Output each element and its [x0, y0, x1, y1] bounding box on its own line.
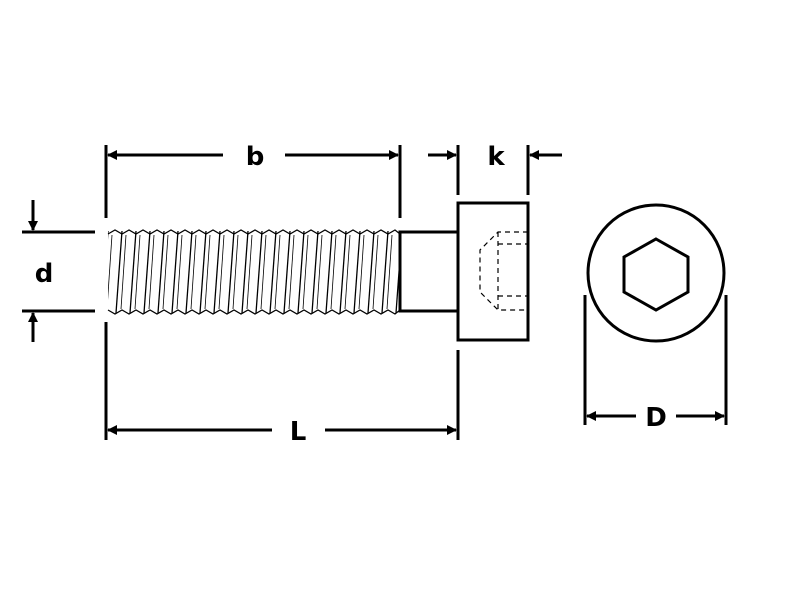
thread-line: [255, 231, 263, 313]
thread-line: [218, 234, 225, 310]
thread-line: [241, 231, 249, 313]
thread-line: [176, 234, 183, 310]
thread-line: [339, 231, 347, 313]
label-b: b: [246, 142, 265, 172]
thread-line: [283, 231, 291, 313]
thread-line: [311, 231, 319, 313]
screw-head: [456, 201, 530, 342]
thread-line: [381, 231, 389, 313]
thread-line: [162, 234, 169, 310]
thread-line: [204, 234, 211, 310]
thread-line: [344, 234, 351, 310]
thread-line: [199, 231, 207, 313]
thread-line: [213, 231, 221, 313]
dimension-b: b: [107, 142, 399, 172]
thread-line: [274, 234, 281, 310]
thread-line: [190, 234, 197, 310]
thread-line: [353, 231, 361, 313]
threaded-shank: [88, 229, 401, 315]
thread-line: [386, 234, 393, 310]
thread-line: [288, 234, 295, 310]
thread-line: [88, 231, 94, 313]
label-d: d: [35, 259, 54, 289]
thread-line: [302, 234, 309, 310]
thread-line: [115, 231, 123, 313]
dimension-d: d: [28, 200, 54, 342]
screw-side-view: [88, 201, 530, 342]
thread-line: [260, 234, 267, 310]
thread-crest-top: [107, 229, 401, 235]
dimension-k: k: [428, 142, 562, 172]
thread-line: [108, 234, 113, 301]
hidden-socket-lines: [479, 231, 528, 311]
thread-line: [372, 234, 379, 310]
unthreaded-shank: [398, 230, 460, 313]
thread-line: [148, 234, 155, 310]
screw-end-view: [586, 203, 726, 343]
thread-line: [134, 234, 141, 310]
thread-line: [330, 234, 337, 310]
thread-line: [367, 231, 375, 313]
thread-crest-bottom: [107, 309, 401, 315]
thread-line: [157, 231, 165, 313]
thread-line: [325, 231, 333, 313]
thread-line: [227, 231, 235, 313]
extension-lines: [22, 145, 728, 440]
dimension-L: L: [107, 417, 457, 447]
thread-line: [246, 234, 253, 310]
hex-socket: [622, 237, 690, 312]
label-L: L: [290, 417, 307, 447]
thread-line: [171, 231, 179, 313]
label-D: D: [645, 403, 667, 433]
thread-line: [120, 234, 127, 310]
thread-line: [129, 231, 137, 313]
dimension-D: D: [586, 403, 725, 433]
thread-line: [108, 231, 109, 240]
thread-line: [269, 231, 277, 313]
thread-line: [232, 234, 239, 310]
thread-line: [185, 231, 193, 313]
thread-line: [143, 231, 151, 313]
thread-line: [93, 235, 98, 309]
thread-line: [297, 231, 305, 313]
thread-line: [316, 234, 323, 310]
thread-lines: [88, 231, 400, 313]
thread-line: [358, 234, 365, 310]
label-k: k: [487, 142, 505, 172]
